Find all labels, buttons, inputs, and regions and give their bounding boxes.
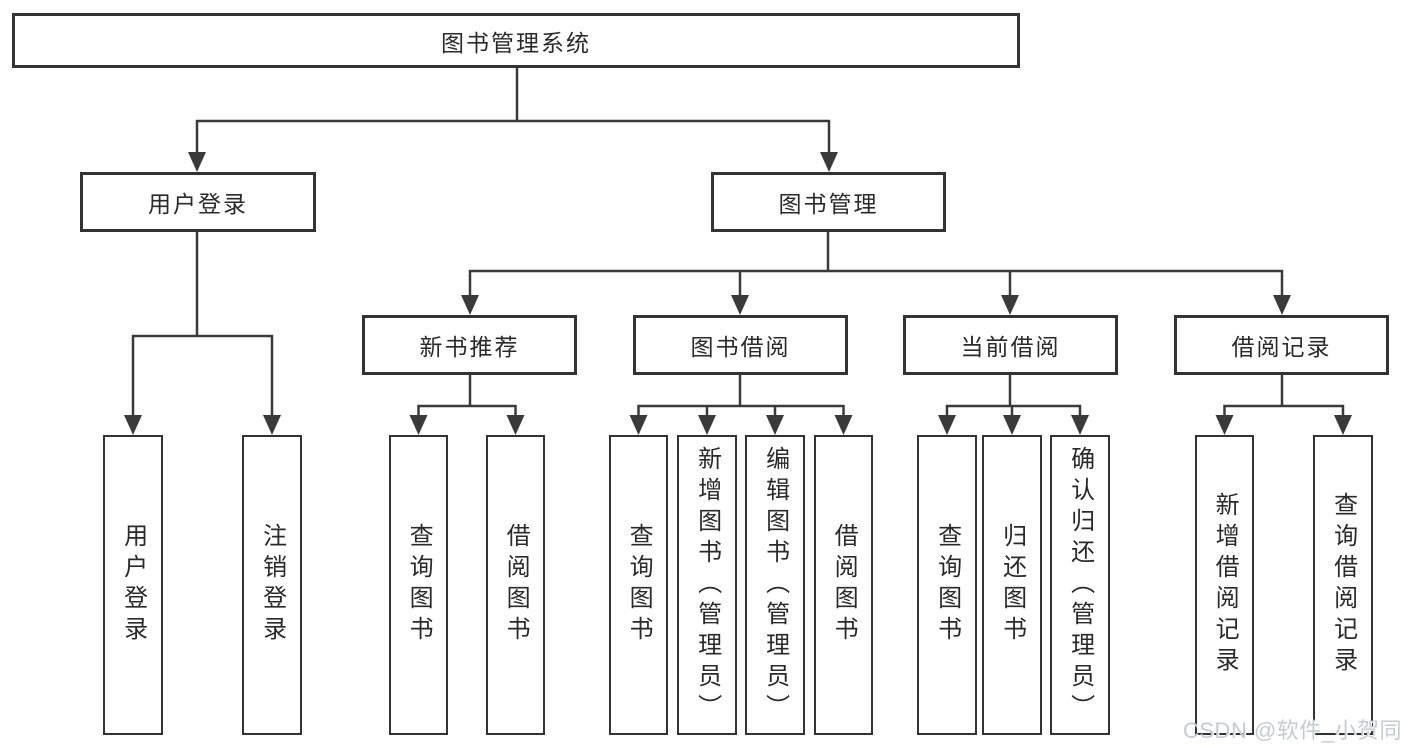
node-user-login-label: 用户登录 (148, 191, 248, 217)
leaf-add-book-admin-label: 新增图书（管理员） (693, 445, 721, 725)
node-new-book-recommend: 新书推荐 (362, 315, 577, 375)
leaf-add-borrow-record-label: 新增借阅记录 (1211, 492, 1239, 678)
leaf-return-books: 归还图书 (982, 435, 1042, 735)
leaf-user-login: 用户登录 (103, 435, 163, 735)
node-book-borrow: 图书借阅 (633, 315, 848, 375)
leaf-add-book-admin: 新增图书（管理员） (677, 435, 737, 735)
node-root: 图书管理系统 (12, 13, 1020, 68)
leaf-confirm-return-admin: 确认归还（管理员） (1050, 435, 1110, 735)
node-current-borrow-label: 当前借阅 (960, 334, 1061, 360)
node-book-management: 图书管理 (711, 172, 946, 232)
leaf-query-books-borrow: 查询图书 (609, 435, 668, 735)
csdn-watermark: CSDN @软件_小贺同学 (1183, 718, 1403, 743)
leaf-logout: 注销登录 (242, 435, 302, 735)
node-book-borrow-label: 图书借阅 (690, 334, 791, 360)
leaf-query-books-current-label: 查询图书 (933, 523, 961, 647)
leaf-edit-book-admin: 编辑图书（管理员） (745, 435, 805, 735)
node-current-borrow: 当前借阅 (903, 315, 1118, 375)
node-new-book-recommend-label: 新书推荐 (419, 334, 520, 360)
leaf-borrow-books-label: 借阅图书 (830, 523, 858, 647)
node-borrow-records-label: 借阅记录 (1231, 334, 1332, 360)
leaf-confirm-return-admin-label: 确认归还（管理员） (1066, 445, 1094, 725)
leaf-query-borrow-record: 查询借阅记录 (1313, 435, 1373, 735)
connector-paths (131, 66, 1345, 420)
leaf-borrow-books-recommend: 借阅图书 (486, 435, 545, 735)
leaf-add-borrow-record: 新增借阅记录 (1195, 435, 1254, 735)
arrowheads (124, 152, 1352, 435)
leaf-return-books-label: 归还图书 (998, 523, 1026, 647)
node-borrow-records: 借阅记录 (1174, 315, 1389, 375)
leaf-logout-label: 注销登录 (258, 523, 286, 647)
node-user-login: 用户登录 (80, 172, 316, 232)
leaf-query-books-current: 查询图书 (917, 435, 977, 735)
leaf-borrow-books-recommend-label: 借阅图书 (502, 523, 530, 647)
leaf-borrow-books: 借阅图书 (814, 435, 873, 735)
leaf-user-login-label: 用户登录 (119, 523, 147, 647)
leaf-edit-book-admin-label: 编辑图书（管理员） (761, 445, 789, 725)
leaf-query-books-recommend: 查询图书 (389, 435, 448, 735)
leaf-query-books-recommend-label: 查询图书 (405, 523, 433, 647)
node-book-management-label: 图书管理 (778, 191, 879, 217)
leaf-query-borrow-record-label: 查询借阅记录 (1329, 492, 1357, 678)
leaf-query-books-borrow-label: 查询图书 (625, 523, 653, 647)
node-root-label: 图书管理系统 (441, 29, 591, 56)
